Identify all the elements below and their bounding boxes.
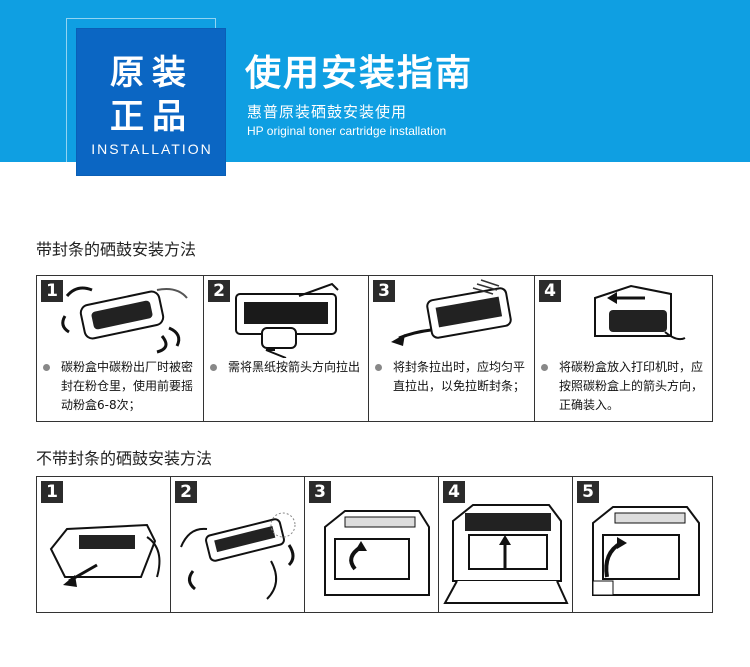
shake-cartridge-icon: [180, 512, 296, 600]
section2-step-1: 1: [37, 477, 171, 612]
authentic-badge: 原装 正品 INSTALLATION: [76, 28, 226, 176]
caption-text: 将碳粉盒放入打印机时，应按照碳粉盒上的箭头方向，正确装入。: [559, 360, 704, 412]
caption-text: 将封条拉出时，应均匀平直拉出，以免拉断封条；: [393, 360, 526, 393]
badge-line2: 正品: [110, 97, 194, 137]
section2-step-4: 4: [439, 477, 573, 612]
section1-step-1-caption: 碳粉盒中碳粉出厂时被密封在粉仓里，使用前要摇动粉盒6-8次；: [37, 358, 203, 415]
bullet-dot-icon: [210, 364, 217, 371]
section2-step-2: 2: [171, 477, 305, 612]
badge-line1: 原装: [110, 53, 194, 93]
step-number: 4: [539, 280, 561, 302]
remove-packaging-icon: [49, 523, 161, 587]
caption-text: 需将黑纸按箭头方向拉出: [228, 360, 361, 374]
section2-step-5: 5: [573, 477, 714, 612]
page-title: 使用安装指南: [245, 53, 474, 94]
section2-step-3: 3: [305, 477, 439, 612]
insert-into-printer-icon: [443, 504, 569, 604]
section1-steps-panel: 碳粉盒中碳粉出厂时被密封在粉仓里，使用前要摇动粉盒6-8次； 1 需将黑纸按箭头…: [36, 275, 713, 422]
step-number: 2: [208, 280, 230, 302]
step-number: 5: [577, 481, 599, 503]
header-banner: 原装 正品 INSTALLATION 使用安装指南 惠普原装硒鼓安装使用 HP …: [0, 0, 750, 176]
pull-seal-tape-icon: [391, 279, 512, 346]
section1-step-3: 将封条拉出时，应均匀平直拉出，以免拉断封条； 3: [369, 276, 535, 421]
step-number: 3: [373, 280, 395, 302]
insert-cartridge-icon: [594, 284, 686, 341]
section1-step-1: 碳粉盒中碳粉出厂时被密封在粉仓里，使用前要摇动粉盒6-8次； 1: [37, 276, 204, 421]
section1-step-2-caption: 需将黑纸按箭头方向拉出: [204, 358, 368, 377]
close-printer-door-icon: [592, 506, 700, 596]
badge-installation-label: INSTALLATION: [91, 141, 213, 157]
shake-cartridge-icon: [61, 286, 188, 354]
section1-step-4: 将碳粉盒放入打印机时，应按照碳粉盒上的箭头方向，正确装入。 4: [535, 276, 714, 421]
section1-title: 带封条的硒鼓安装方法: [36, 240, 197, 259]
section1-step-4-caption: 将碳粉盒放入打印机时，应按照碳粉盒上的箭头方向，正确装入。: [535, 358, 714, 415]
step-number: 1: [41, 481, 63, 503]
step-number: 2: [175, 481, 197, 503]
subtitle-cn: 惠普原装硒鼓安装使用: [247, 103, 408, 121]
open-printer-door-icon: [324, 510, 430, 596]
subtitle-en: HP original toner cartridge installation: [247, 124, 447, 138]
section1-step-3-caption: 将封条拉出时，应均匀平直拉出，以免拉断封条；: [369, 358, 534, 396]
bullet-dot-icon: [541, 364, 548, 371]
step-number: 4: [443, 481, 465, 503]
step-number: 3: [309, 481, 331, 503]
section1-step-2: 需将黑纸按箭头方向拉出 2: [204, 276, 369, 421]
black-paper-arrow-icon: [235, 282, 339, 358]
section2-title: 不带封条的硒鼓安装方法: [36, 449, 213, 468]
section2-steps-panel: 1 2 3: [36, 476, 713, 613]
bullet-dot-icon: [43, 364, 50, 371]
bullet-dot-icon: [375, 364, 382, 371]
caption-text: 碳粉盒中碳粉出厂时被密封在粉仓里，使用前要摇动粉盒6-8次；: [61, 360, 194, 412]
step-number: 1: [41, 280, 63, 302]
